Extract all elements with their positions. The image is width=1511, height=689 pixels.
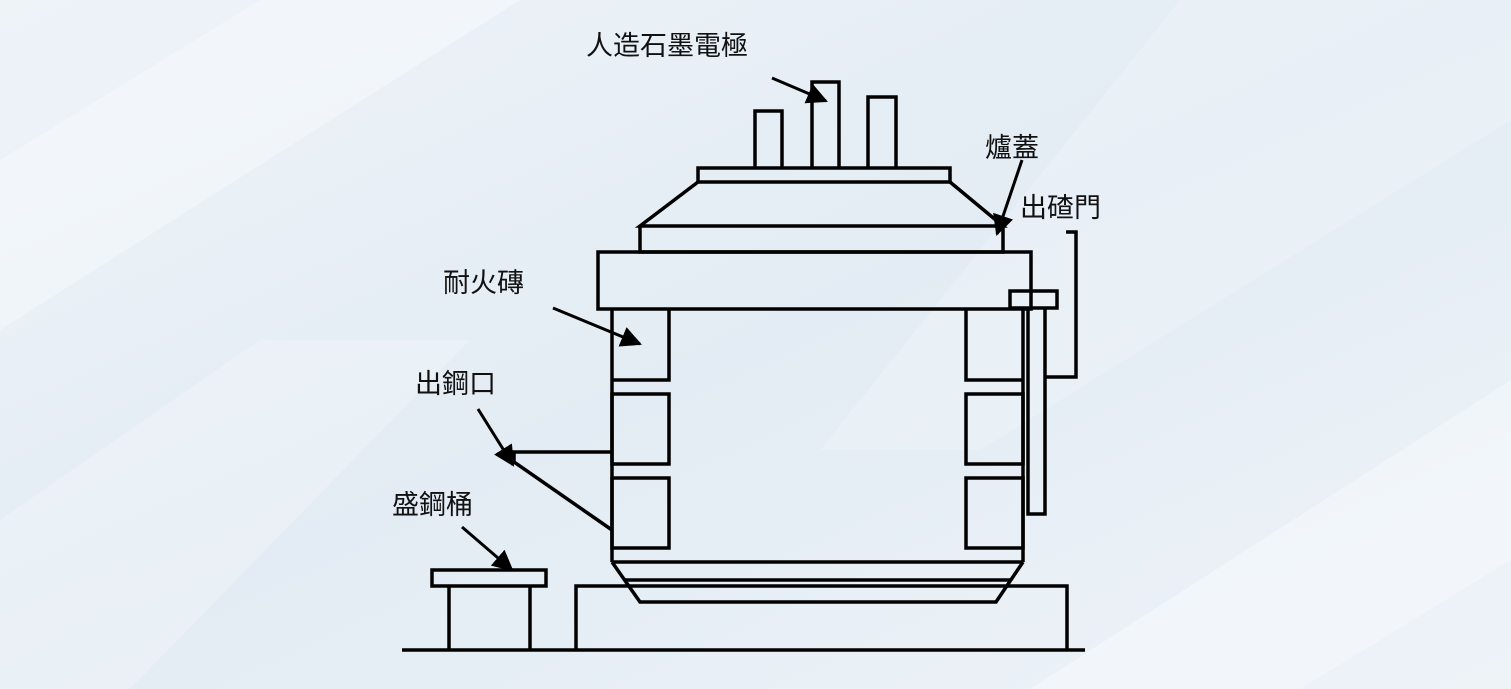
refractory-bricks-left: [610, 309, 671, 550]
refractory-brick-label: 耐火磚: [443, 268, 524, 299]
tap-hole-pointer-arrow: [476, 408, 515, 467]
furnace-top-ring: [596, 250, 1033, 311]
background-light-band: [0, 340, 470, 689]
refractory-bricks-right: [964, 309, 1025, 550]
background-light-band: [0, 0, 520, 330]
refractory-brick-pointer-arrow: [552, 306, 642, 347]
ladle-shape: [430, 568, 548, 650]
background-light-band: [1030, 380, 1511, 689]
electrode-pointer-arrow: [771, 76, 828, 104]
ladle-label: 盛鋼桶: [392, 490, 473, 521]
background-light-band: [820, 0, 1511, 450]
slag-door-shape: [1008, 230, 1078, 516]
furnace-lid-pointer-arrow: [993, 159, 1024, 236]
tap-hole-label: 出鋼口: [415, 369, 496, 400]
furnace-lid-label: 爐蓋: [985, 133, 1039, 164]
electrode-label: 人造石墨電極: [586, 31, 748, 62]
slag-door-label: 出碴門: [1020, 193, 1101, 224]
ladle-pointer-arrow: [461, 525, 514, 572]
furnace-base: [574, 584, 1069, 650]
electrodes: [753, 80, 898, 168]
